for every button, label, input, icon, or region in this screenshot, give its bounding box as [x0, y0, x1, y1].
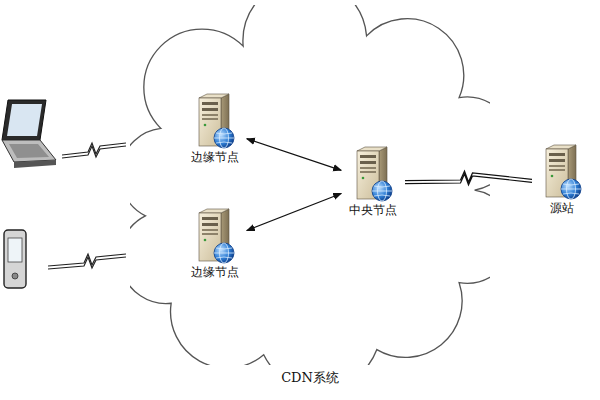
- server-node: 源站: [536, 143, 588, 215]
- cloud-outline: [130, 5, 490, 365]
- wireless-link: [48, 143, 126, 269]
- sync-arrow: [247, 139, 341, 171]
- server-icon: [193, 207, 237, 265]
- server-node: 边缘节点: [187, 207, 243, 279]
- server-node: 中央节点: [345, 145, 401, 217]
- node-label: 中央节点: [345, 203, 401, 217]
- node-label: 源站: [536, 201, 588, 215]
- cdn-cloud: CDN系统边缘节点边缘节点中央节点: [130, 5, 490, 395]
- server-icon: [540, 143, 584, 201]
- server-icon: [351, 145, 395, 203]
- sync-arrow: [247, 193, 342, 230]
- laptop-icon: [2, 100, 56, 168]
- phone-icon: [4, 230, 26, 288]
- server-icon: [193, 92, 237, 150]
- node-label: 边缘节点: [187, 265, 243, 279]
- server-node: 边缘节点: [187, 92, 243, 164]
- system-caption: CDN系统: [130, 371, 490, 385]
- wireless-link: [405, 171, 532, 185]
- node-label: 边缘节点: [187, 150, 243, 164]
- cloud-path: [130, 5, 490, 365]
